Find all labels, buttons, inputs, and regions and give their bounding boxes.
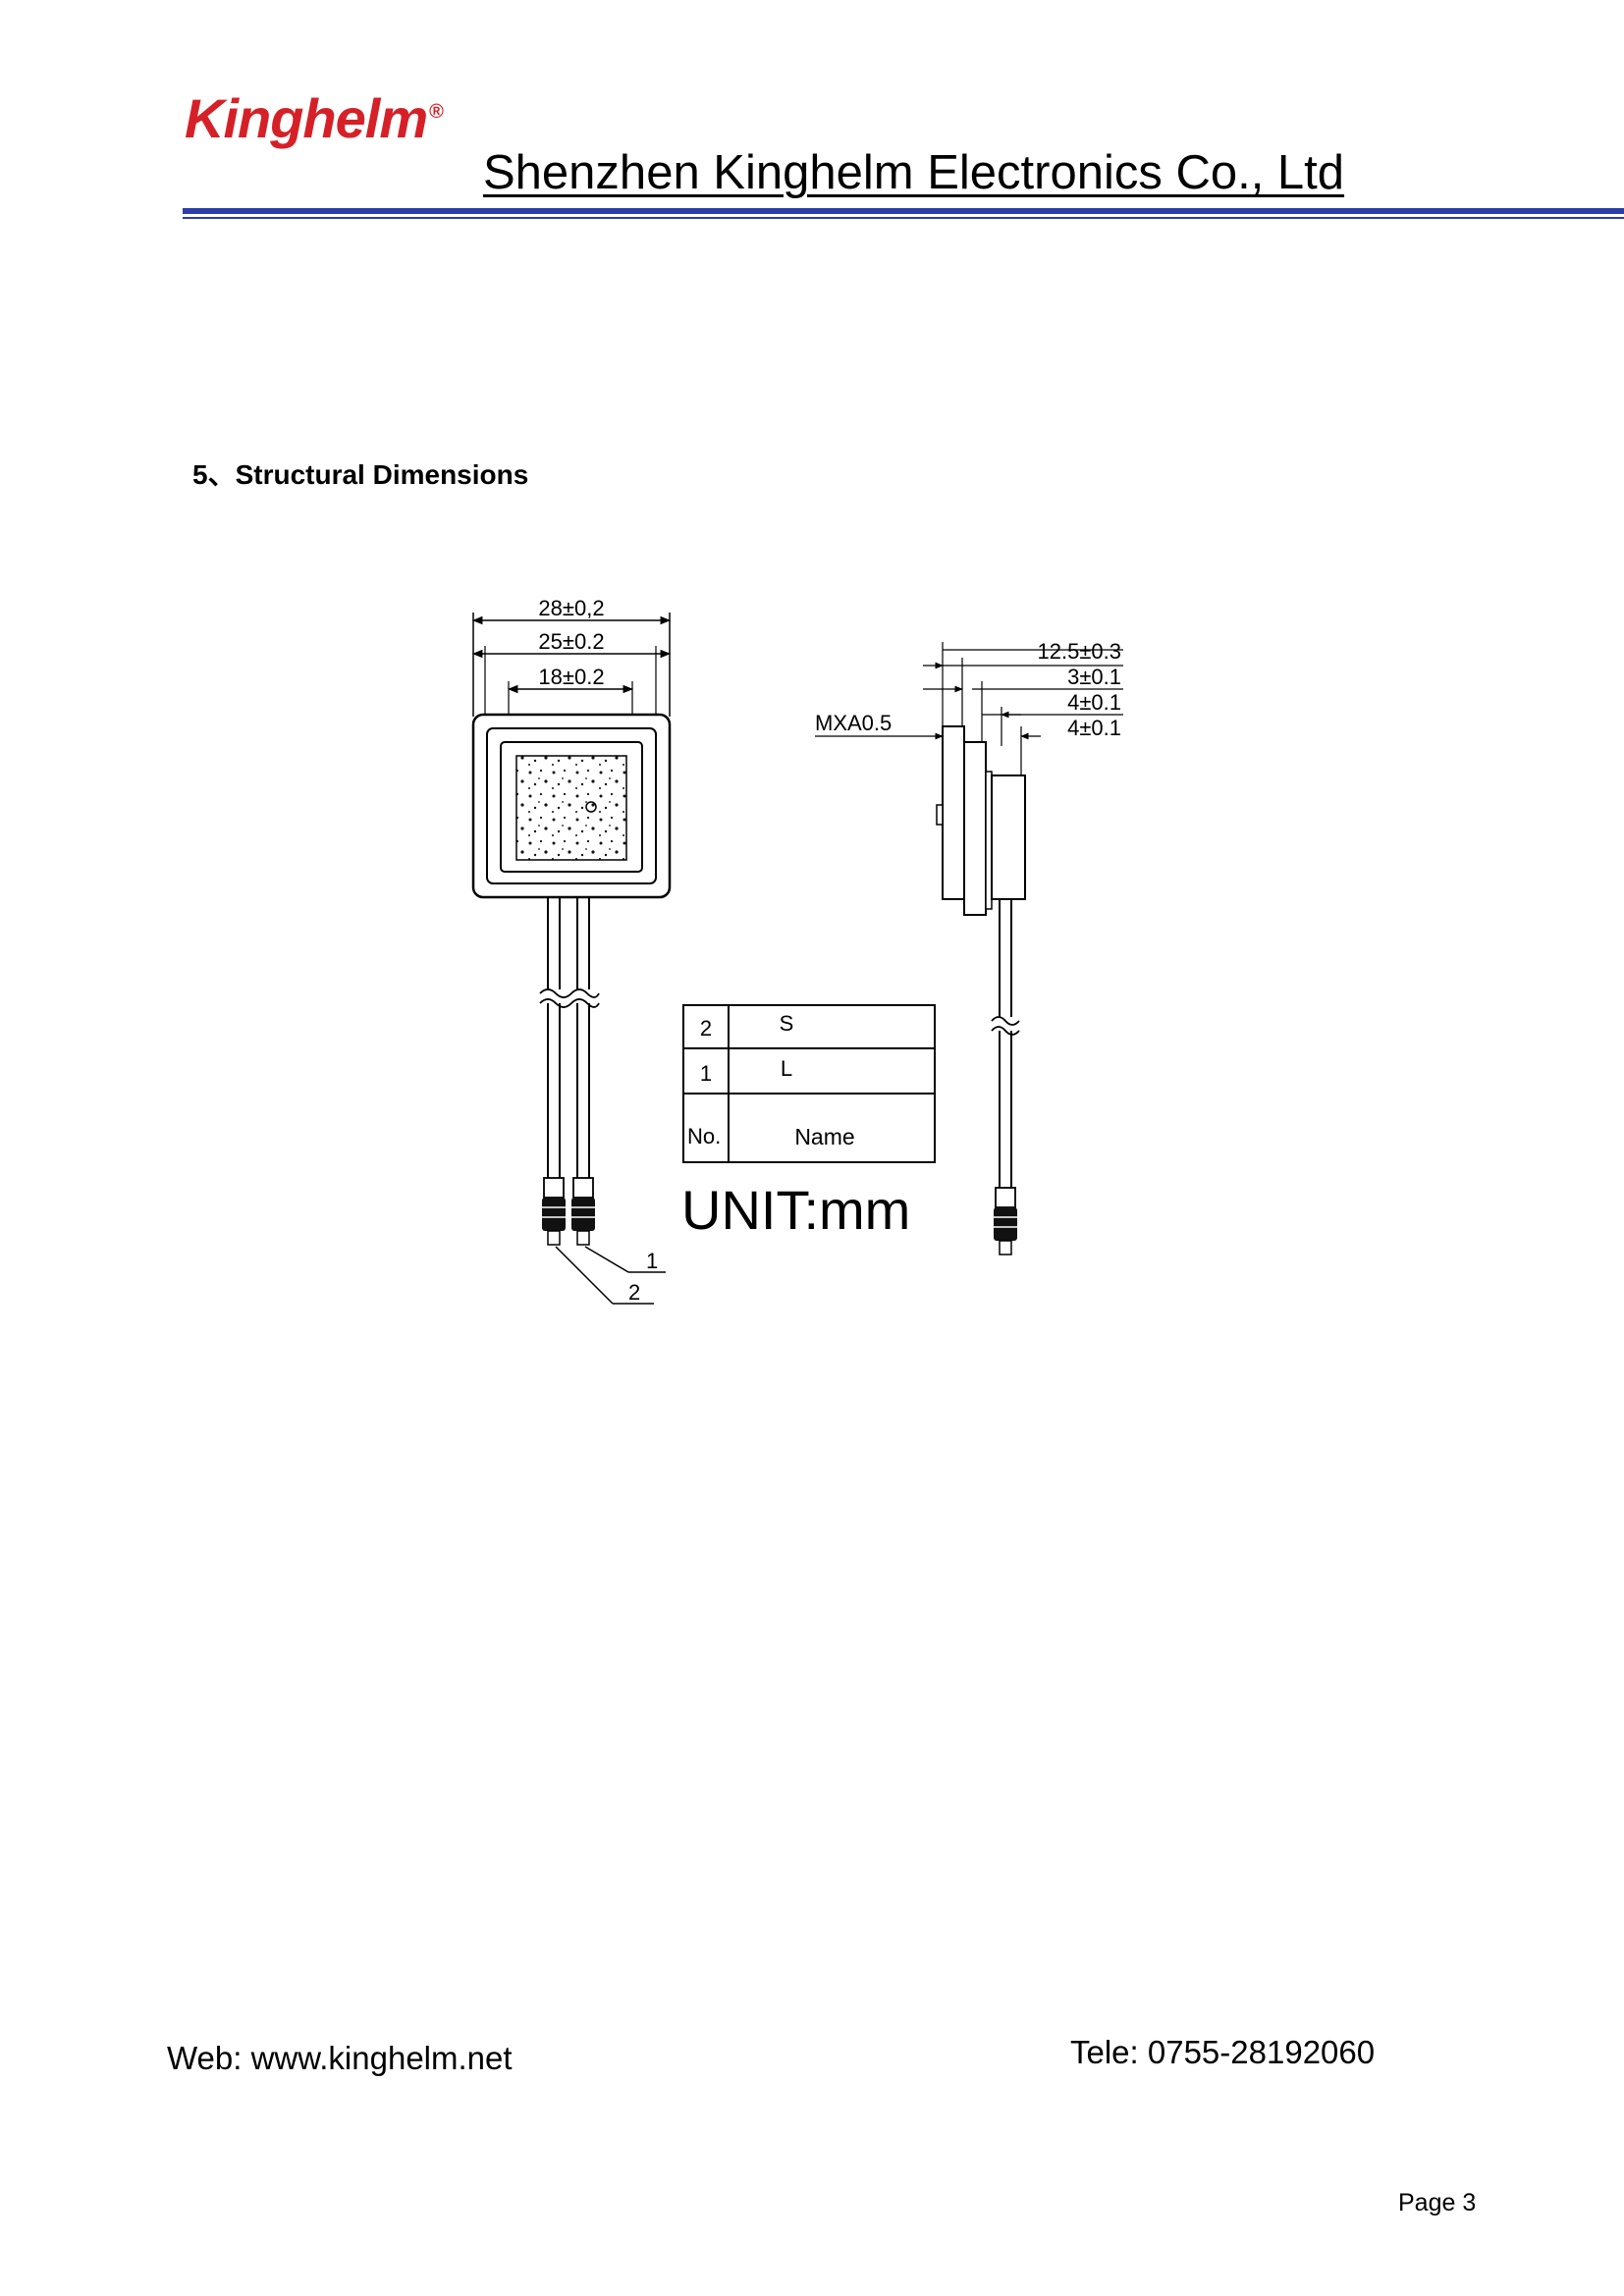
dim-mid-thickness: 4±0.1 xyxy=(1067,690,1121,715)
connector-label-2: 2 xyxy=(628,1280,640,1305)
unit-label: UNIT:mm xyxy=(681,1179,910,1241)
pin-row-2-no: 2 xyxy=(700,1016,712,1041)
front-view: 28±0,2 25±0.2 18±0.2 1 2 xyxy=(471,596,672,1305)
pin-row-1-name: L xyxy=(781,1056,792,1081)
dim-inner-width: 25±0.2 xyxy=(538,629,604,654)
section-heading: 5、Structural Dimensions xyxy=(192,459,529,490)
company-logo: Kinghelm® xyxy=(185,86,444,150)
connector-label-1: 1 xyxy=(646,1249,658,1273)
header-rule-thick xyxy=(183,208,1624,214)
registered-mark: ® xyxy=(429,101,444,124)
dim-mxa-label: MXA0.5 xyxy=(815,711,892,735)
pin-row-1-no: 1 xyxy=(700,1061,712,1086)
pin-header-name: Name xyxy=(794,1124,854,1149)
company-name: Shenzhen Kinghelm Electronics Co., Ltd xyxy=(483,146,1345,199)
dim-base-thickness: 3±0.1 xyxy=(1067,665,1121,689)
pin-header-no: No. xyxy=(687,1124,721,1148)
footer-web: Web: www.kinghelm.net xyxy=(167,2040,513,2076)
page-number: Page 3 xyxy=(1398,2189,1477,2216)
structural-drawing: 28±0,2 25±0.2 18±0.2 1 2 xyxy=(471,596,1123,1305)
dim-overall-width: 28±0,2 xyxy=(538,596,604,620)
pin-table: 2 S 1 L No. Name xyxy=(682,1004,936,1163)
dim-total-height: 12.5±0.3 xyxy=(1038,639,1121,664)
footer-tele: Tele: 0755-28192060 xyxy=(1070,2034,1376,2070)
pin-row-2-name: S xyxy=(780,1011,794,1036)
header-rule-thin xyxy=(183,217,1624,219)
logo-text: Kinghelm xyxy=(185,87,428,149)
dim-patch-thickness: 4±0.1 xyxy=(1067,716,1121,740)
side-view: 12.5±0.3 3±0.1 4±0.1 4±0.1 MXA0.5 xyxy=(815,639,1123,1255)
dim-patch-width: 18±0.2 xyxy=(538,665,604,689)
